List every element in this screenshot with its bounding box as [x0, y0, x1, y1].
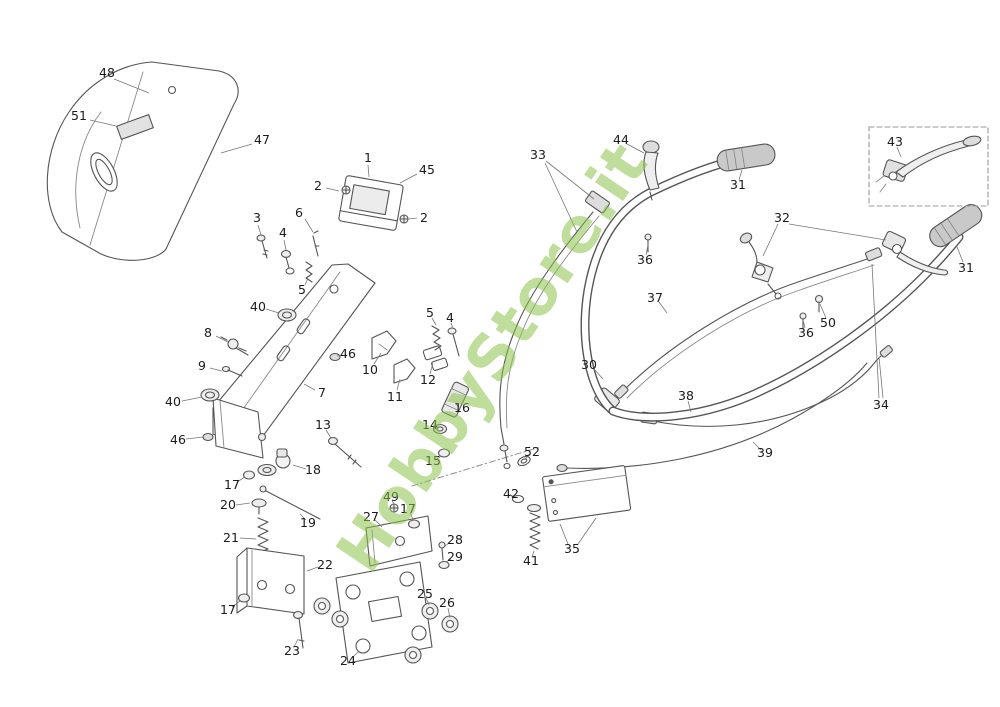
console-bracket-drawing: [338, 175, 409, 231]
lower-linkage-drawing: [236, 448, 450, 649]
rod-parts-drawing: [327, 325, 469, 468]
steering-column-drawing: [200, 263, 376, 459]
right-grip-drawing: [929, 203, 983, 248]
leader-lines: [89, 78, 964, 659]
handlebar-drawing: [499, 126, 989, 470]
speed-lever-drawing: [739, 232, 782, 300]
left-grip-drawing: [716, 143, 776, 172]
control-box-drawing: [509, 455, 632, 550]
brake-lever-module-drawing: [868, 126, 989, 207]
left-fasteners-drawing: [220, 230, 320, 377]
clamp-parts-drawing: [371, 330, 449, 384]
roller-bracket-drawing: [313, 561, 459, 664]
right-lever-drawing: [881, 230, 949, 276]
cables-drawing: [411, 247, 893, 487]
cover-drawing: [46, 61, 239, 261]
